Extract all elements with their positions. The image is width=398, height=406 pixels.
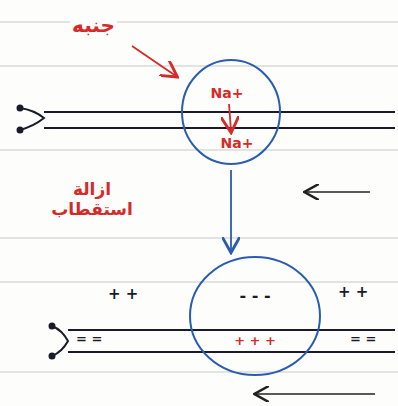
note-label: جنبه bbox=[70, 14, 117, 37]
influx-arrow bbox=[229, 104, 231, 131]
note-label: = = bbox=[348, 332, 378, 347]
impulse-arrow bbox=[256, 393, 375, 395]
note-label: ازالة استقطاب bbox=[44, 180, 140, 219]
ruled-lines bbox=[0, 22, 398, 372]
axon bbox=[50, 324, 396, 359]
membrane-region: Na+ Na+ bbox=[180, 58, 282, 166]
transition-arrow bbox=[230, 170, 232, 251]
note-label: + + bbox=[106, 286, 140, 303]
circle-outline bbox=[188, 255, 322, 377]
note-label: + + bbox=[336, 284, 370, 301]
ion-text: + + + bbox=[234, 332, 276, 349]
axon bbox=[18, 106, 396, 133]
ion-text: Na+ bbox=[221, 135, 254, 152]
membrane-region: - - - + + + bbox=[188, 255, 322, 377]
note-label: = = bbox=[74, 332, 104, 347]
leader-arrow bbox=[132, 46, 176, 76]
impulse-arrow bbox=[306, 191, 370, 193]
ion-text: Na+ bbox=[211, 85, 244, 102]
ion-text: - - - bbox=[239, 287, 270, 304]
